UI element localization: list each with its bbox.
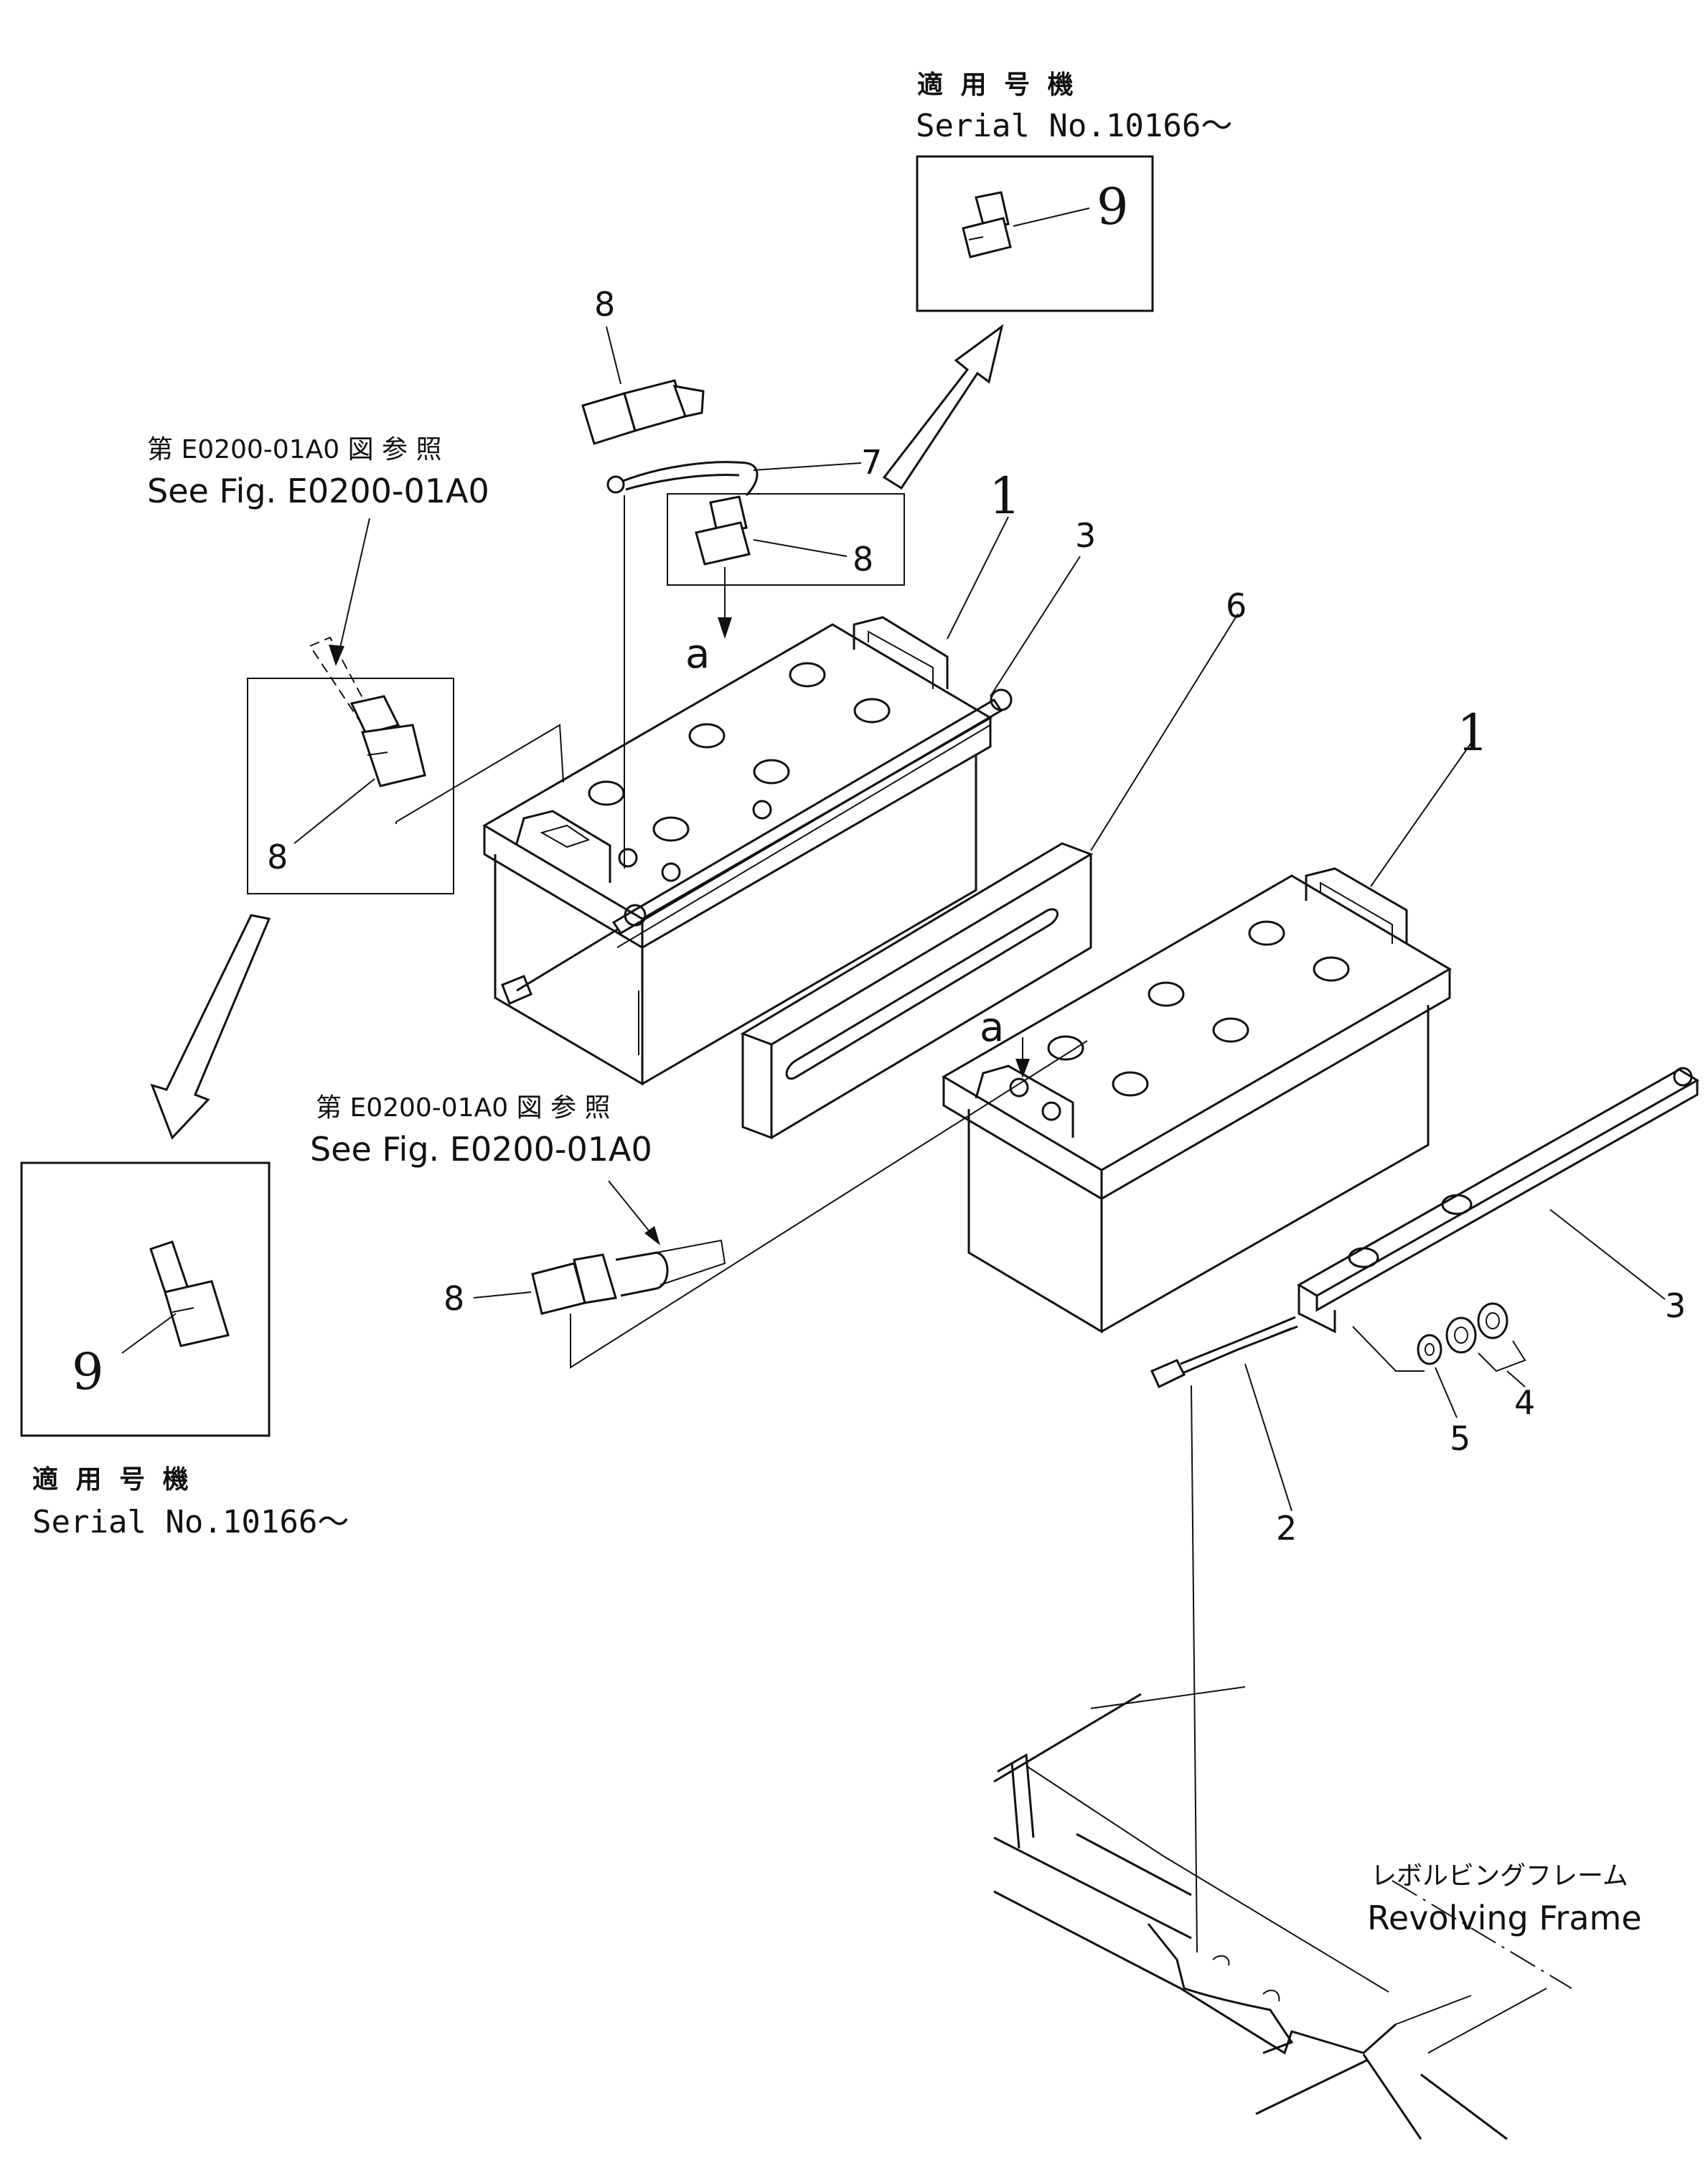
j-bolt-2-icon: [1150, 1316, 1298, 1389]
callout-4: 4: [1514, 1383, 1535, 1422]
serial-inset-left: 9 適 用 号 機 Serial No.10166～: [20, 1161, 349, 1540]
label-a-upper: a: [685, 631, 710, 678]
label-a-lower: a: [980, 1004, 1004, 1051]
connector-8-left-icon: [309, 636, 426, 787]
connector-8-bottom-icon: [531, 1239, 726, 1315]
see-fig-upper-jp: 第 E0200-01A0 図 参 照: [147, 435, 441, 464]
inset-box-7: [667, 493, 905, 586]
arrow-to-left-inset-icon: [150, 914, 271, 1140]
callout-6: 6: [1226, 586, 1247, 625]
serial-note-top-en: Serial No.10166～: [916, 108, 1232, 144]
see-fig-upper-arrowhead-icon: [329, 645, 344, 666]
callout-7: 7: [861, 443, 882, 482]
leader-1-upper: [947, 516, 1009, 640]
leader-7: [753, 462, 862, 471]
callout-3-upper: 3: [1075, 516, 1096, 555]
callout-1-lower: 1: [1457, 703, 1489, 762]
callout-8-left: 8: [267, 838, 288, 876]
arrow-to-top-inset-icon: [882, 324, 1004, 490]
leader-4-bracket: [1478, 1340, 1526, 1372]
connector-8-top-icon: [581, 379, 705, 445]
frame-label-jp: レボルビングフレーム: [1371, 1861, 1628, 1891]
washer-5-icon: [1417, 1334, 1442, 1365]
callout-8-box: 8: [853, 540, 873, 579]
connector-8-box-icon: [695, 495, 751, 566]
see-fig-upper-arrow: [337, 518, 370, 661]
see-fig-lower-arrowhead-icon: [644, 1226, 660, 1245]
leader-2: [1244, 1363, 1292, 1512]
see-fig-upper-en: See Fig. E0200-01A0: [147, 472, 489, 510]
connector-9-left-icon: [149, 1240, 230, 1347]
frame-label-en: Revolving Frame: [1367, 1899, 1642, 1937]
callout-8-top: 8: [594, 285, 615, 324]
callout-9-left: 9: [72, 1342, 104, 1401]
leader-4: [1506, 1370, 1526, 1388]
hold-down-bar-3-icon: [1297, 1067, 1699, 1334]
battery-upper-icon: [482, 616, 1013, 1086]
leader-1-lower: [1370, 742, 1472, 887]
leader-3-lower: [1549, 1209, 1666, 1300]
callout-3-lower: 3: [1665, 1286, 1686, 1325]
leader-8-bottom: [473, 1291, 532, 1299]
leader-8-top: [606, 326, 621, 385]
see-fig-lower-jp: 第 E0200-01A0 図 参 照: [316, 1093, 610, 1123]
nut-4-icon: [1445, 1302, 1508, 1354]
leader-5: [1435, 1367, 1458, 1418]
leader-8-left: [294, 778, 375, 844]
leader-9-left: [121, 1313, 177, 1354]
connector-line-left: [395, 724, 564, 823]
serial-note-left-jp: 適 用 号 機: [32, 1465, 193, 1495]
callout-9-top: 9: [1097, 177, 1129, 236]
arrowhead-a-lower-icon: [1015, 1059, 1030, 1078]
serial-note-top-jp: 適 用 号 機: [917, 70, 1078, 100]
spacer-block-6-icon: [740, 842, 1094, 1140]
callout-8-bottom: 8: [444, 1279, 464, 1318]
callout-1-upper: 1: [989, 467, 1021, 525]
callout-2: 2: [1276, 1509, 1297, 1548]
leader-nut-group: [1352, 1326, 1425, 1372]
see-fig-lower-en: See Fig. E0200-01A0: [310, 1130, 652, 1169]
leader-6: [1090, 613, 1239, 851]
revolving-frame-icon: [993, 1686, 1572, 2141]
leader-3-upper: [990, 556, 1081, 697]
serial-inset-top: 適 用 号 機 Serial No.10166～ 9: [916, 70, 1232, 312]
callout-5: 5: [1450, 1419, 1470, 1458]
inset-frame-left: [20, 1161, 271, 1437]
cable-7-icon: [606, 461, 759, 497]
arrowhead-a-upper-icon: [718, 617, 732, 639]
inset-box-left-upper: [247, 678, 454, 894]
leader-9-top: [1013, 207, 1090, 227]
battery-lower-icon: [942, 867, 1452, 1334]
serial-note-left-en: Serial No.10166～: [32, 1504, 349, 1540]
leader-8-box: [753, 539, 848, 557]
connector-9-top-icon: [962, 191, 1012, 258]
connector-line-bottom: [570, 1040, 1088, 1369]
inset-frame-top: [916, 155, 1154, 312]
bolt-alignment-line: [1191, 1385, 1198, 1953]
